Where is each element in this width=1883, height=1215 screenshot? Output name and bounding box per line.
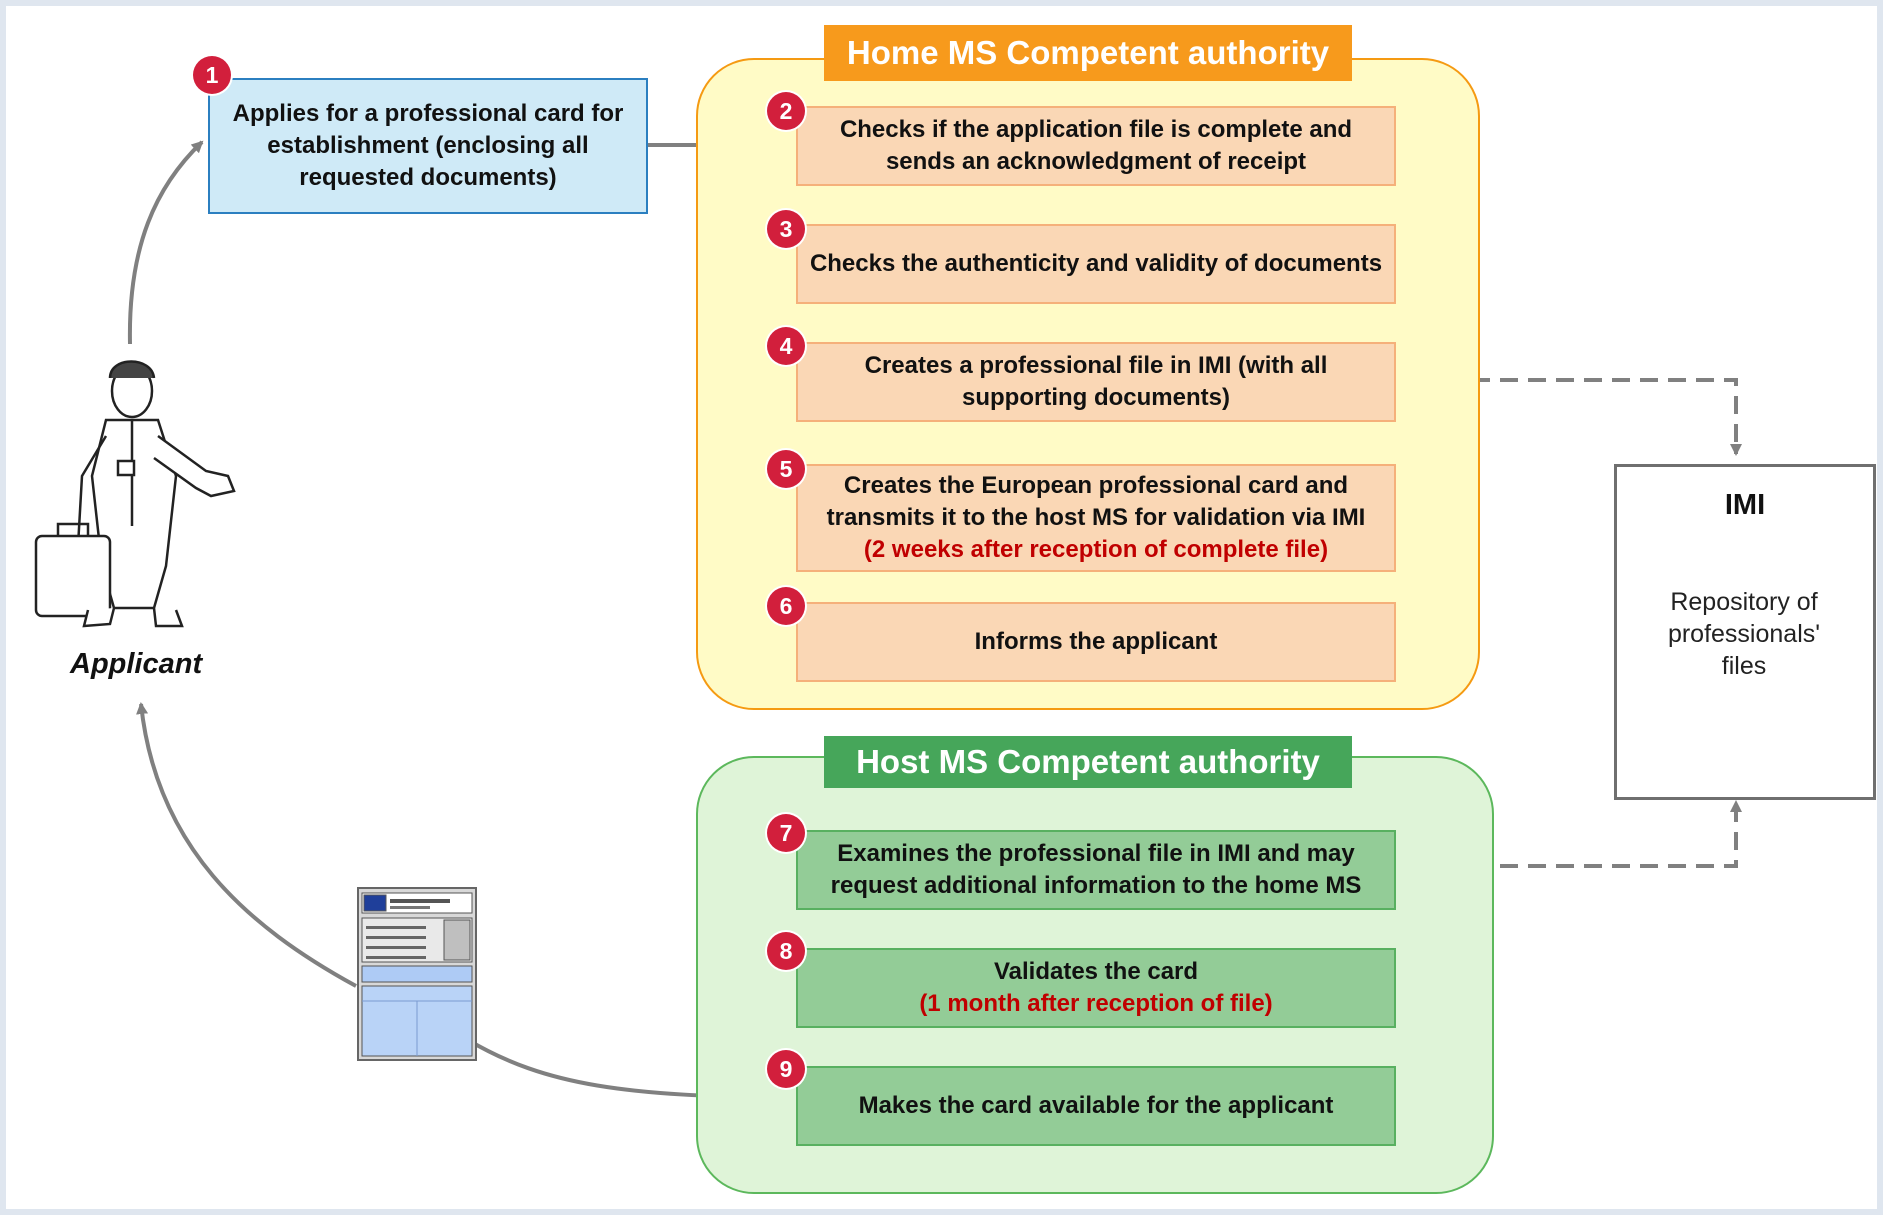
step-deadline-note: (1 month after reception of file) [919, 990, 1273, 1017]
step-line: establishment (enclosing all [267, 132, 589, 159]
dashed-step4-to-imi [1388, 378, 1742, 456]
arrow-card-to-applicant [136, 702, 357, 988]
repository-line: files [1721, 652, 1767, 680]
home-step-3: Checks the authenticity and validity of … [796, 224, 1396, 304]
step-number-badge: 4 [767, 327, 805, 365]
step-number-badge: 5 [767, 450, 805, 488]
home-step-4: Creates a professional file in IMI (with… [796, 342, 1396, 422]
step-apply: Applies for a professional card for esta… [208, 78, 648, 214]
host-ms-title: Host MS Competent authority [824, 736, 1352, 788]
step-line: Makes the card available for the applica… [858, 1092, 1334, 1119]
applicant-figure [34, 360, 236, 628]
host-step-7: Examines the professional file in IMI an… [796, 830, 1396, 910]
diagram-canvas: Applies for a professional card for esta… [6, 6, 1877, 1209]
home-step-6: Informs the applicant [796, 602, 1396, 682]
step-line: Creates the European professional card a… [843, 472, 1349, 499]
step-line: request additional information to the ho… [830, 872, 1362, 899]
applicant-label: Applicant [70, 648, 203, 680]
step-number-badge: 6 [767, 587, 805, 625]
step-line: sends an acknowledgment of receipt [885, 148, 1307, 175]
host-step-8: Validates the card (1 month after recept… [796, 948, 1396, 1028]
imi-system-box: IMI [1614, 464, 1876, 800]
step-number-badge: 2 [767, 92, 805, 130]
dashed-step7-to-imi [1388, 800, 1742, 868]
step-number-badge: 9 [767, 1050, 805, 1088]
step-number-badge: 1 [193, 56, 231, 94]
step-number-badge: 7 [767, 814, 805, 852]
repository-line: professionals' [1667, 620, 1821, 648]
step-line: transmits it to the host MS for validati… [826, 504, 1366, 531]
home-step-5: Creates the European professional card a… [796, 464, 1396, 572]
arrow-applicant-to-apply [127, 140, 204, 345]
step-line: Validates the card [993, 958, 1199, 985]
step-line: supporting documents) [962, 384, 1230, 411]
step-number-badge: 8 [767, 932, 805, 970]
step-line: Informs the applicant [974, 628, 1218, 655]
home-step-2: Checks if the application file is comple… [796, 106, 1396, 186]
step-line: Creates a professional file in IMI (with… [864, 352, 1328, 379]
professional-card-image [357, 887, 477, 1061]
step-number-badge: 3 [767, 210, 805, 248]
step-deadline-note: (2 weeks after reception of complete fil… [863, 536, 1329, 563]
imi-title: IMI [1724, 489, 1766, 521]
step-line: Checks if the application file is comple… [839, 116, 1353, 143]
home-ms-title: Home MS Competent authority [824, 25, 1352, 81]
repository-line: Repository of [1670, 588, 1818, 616]
step-line: Examines the professional file in IMI an… [837, 840, 1355, 867]
step-line: requested documents) [299, 164, 557, 191]
step-line: Applies for a professional card for [232, 100, 624, 127]
step-line: Checks the authenticity and validity of … [809, 250, 1383, 277]
repository-label: Repository of professionals' files [1646, 586, 1842, 682]
host-step-9: Makes the card available for the applica… [796, 1066, 1396, 1146]
